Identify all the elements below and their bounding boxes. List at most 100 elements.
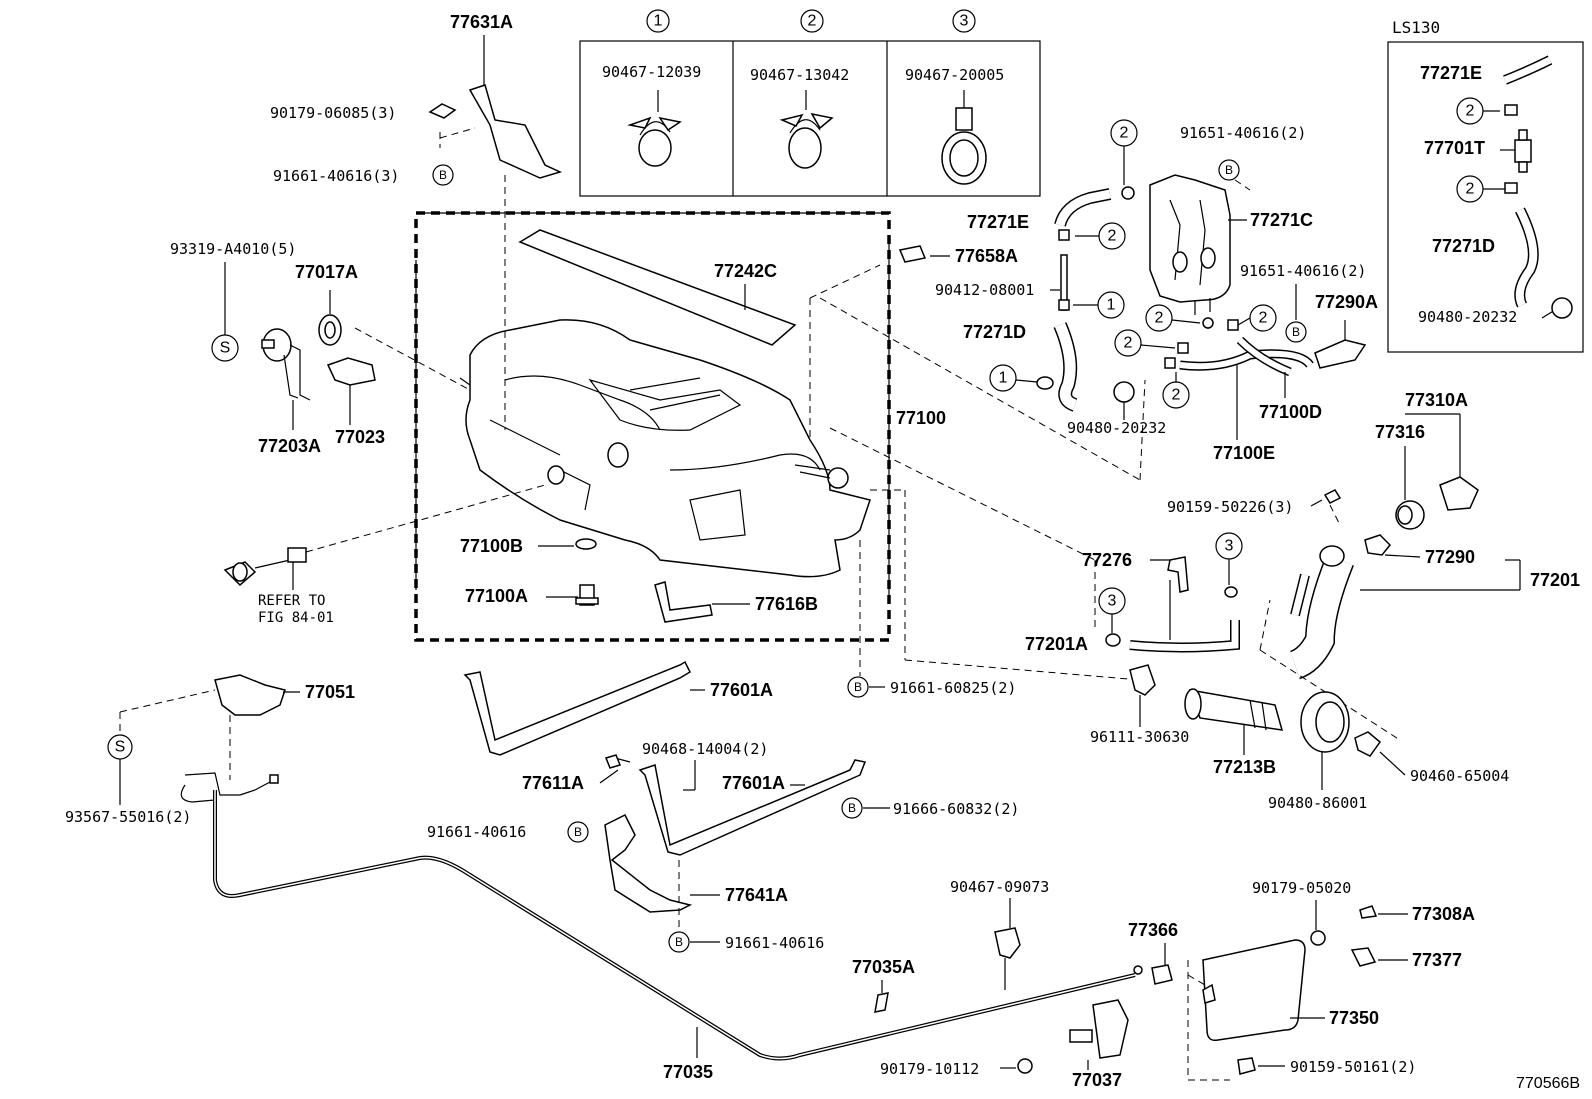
tank-band-upper	[463, 660, 691, 756]
label-77290: 77290	[1425, 547, 1475, 567]
filler-grommet-90480-86001	[1300, 691, 1350, 753]
callout-1-text: 1	[999, 370, 1008, 387]
cap-77310A	[1439, 476, 1479, 511]
callout-2-text: 2	[1172, 387, 1181, 404]
bolt-icon	[1017, 1058, 1033, 1074]
label-77658A: 77658A	[955, 246, 1018, 266]
callout-3-text: 3	[1108, 593, 1117, 610]
sender-gauge	[261, 328, 311, 401]
label-77350: 77350	[1329, 1008, 1379, 1028]
label-91661-60825: 91661-60825(2)	[890, 679, 1016, 697]
clamp-3-drawing	[941, 90, 987, 185]
charcoal-canister	[1149, 174, 1231, 315]
label-90412-08001: 90412-08001	[935, 281, 1034, 299]
label-91651-40616-a: 91651-40616(2)	[1180, 124, 1306, 142]
label-77023: 77023	[335, 427, 385, 447]
clip-77366	[1151, 964, 1173, 985]
fuel-lid-cable	[213, 790, 1136, 1061]
protector-77631A	[468, 84, 563, 179]
label-90179-06085: 90179-06085(3)	[270, 104, 396, 122]
label-77601A-lower: 77601A	[722, 773, 785, 793]
label-77271D-inset: 77271D	[1432, 236, 1495, 256]
marker-b-text: B	[574, 825, 582, 839]
tank-band-lower	[638, 759, 867, 856]
marker-b-text: B	[675, 935, 683, 949]
hose-77100D-77100E	[1179, 336, 1314, 377]
marker-b-text: B	[854, 680, 862, 694]
fuel-tank	[459, 319, 871, 578]
label-90467-09073: 90467-09073	[950, 878, 1049, 896]
label-refer-to: REFER TO	[258, 593, 325, 609]
label-90480-86001: 90480-86001	[1268, 794, 1367, 812]
callout-2-circle	[800, 9, 824, 33]
label-77100: 77100	[896, 408, 946, 428]
marker-b-text: B	[1225, 163, 1233, 177]
callout-2-text: 2	[1259, 310, 1268, 327]
label-93319-A4010: 93319-A4010(5)	[170, 240, 296, 258]
nut-77290	[1364, 534, 1392, 556]
callout-2-text: 2	[1155, 310, 1164, 327]
label-77213B: 77213B	[1213, 757, 1276, 777]
clip-icon	[1121, 186, 1135, 200]
label-96111-30630: 96111-30630	[1090, 728, 1189, 746]
callout-1-circle	[646, 9, 670, 33]
label-90468-14004: 90468-14004(2)	[642, 740, 768, 758]
bolt-icon	[604, 754, 622, 769]
clip-77035A	[874, 992, 889, 1013]
screw-icon	[1237, 1057, 1256, 1075]
bracket-77051	[214, 674, 286, 716]
marker-b-text: B	[439, 168, 447, 182]
label-77271E: 77271E	[967, 212, 1029, 232]
label-93567-55016: 93567-55016(2)	[65, 808, 191, 826]
clamp-part-3: 90467-20005	[905, 66, 1004, 84]
marker-s-text: S	[220, 340, 231, 357]
filler-neck-77213B	[1184, 688, 1284, 731]
bolt-icon	[1310, 930, 1326, 946]
callout-2-text: 2	[1108, 228, 1117, 245]
label-91661-40616-3: 91661-40616(3)	[273, 167, 399, 185]
label-77100D: 77100D	[1259, 402, 1322, 422]
bracket-77023	[326, 357, 376, 386]
label-91651-40616-b: 91651-40616(2)	[1240, 262, 1366, 280]
clamp-90460	[1354, 731, 1382, 757]
label-77035: 77035	[663, 1062, 713, 1082]
label-90159-50226: 90159-50226(3)	[1167, 498, 1293, 516]
cushion-77308A	[1359, 905, 1378, 919]
callout-2-text: 2	[1466, 103, 1475, 120]
callout-3-text: 3	[1225, 538, 1234, 555]
label-77616B: 77616B	[755, 594, 818, 614]
label-90159-50161: 90159-50161(2)	[1290, 1058, 1416, 1076]
label-91661-40616-bottom: 91661-40616	[725, 934, 824, 952]
clamp-part-2: 90467-13042	[750, 66, 849, 84]
callout-2-text: 2	[1120, 125, 1129, 142]
label-77201A: 77201A	[1025, 634, 1088, 654]
tank-pad	[518, 229, 797, 346]
grommet-icon	[1113, 381, 1135, 403]
label-77203A: 77203A	[258, 436, 321, 456]
grommet-icon	[575, 538, 597, 550]
nut-icon	[428, 103, 457, 119]
screw-icon	[1323, 489, 1342, 504]
label-77377: 77377	[1412, 950, 1462, 970]
check-valve-icon	[1514, 139, 1532, 163]
label-77271E-inset: 77271E	[1420, 63, 1482, 83]
ls130-inset: LS130 77271E 2 77701T 2 77271D 90480-202…	[1387, 18, 1584, 353]
label-77601A-upper: 77601A	[710, 680, 773, 700]
clamp-77290A	[1314, 339, 1367, 369]
clamp-part-1: 90467-12039	[602, 63, 701, 81]
callout-3-circle	[952, 9, 976, 33]
label-77271C: 77271C	[1250, 210, 1313, 230]
label-77100E: 77100E	[1213, 443, 1275, 463]
hose-clamp-icon	[1504, 182, 1518, 194]
callout-2-text: 2	[1124, 335, 1133, 352]
callout-3-text: 3	[960, 13, 969, 30]
label-77631A: 77631A	[450, 12, 513, 32]
label-77366: 77366	[1128, 920, 1178, 940]
label-77276: 77276	[1082, 550, 1132, 570]
label-77641A: 77641A	[725, 885, 788, 905]
clamp-1-drawing	[627, 90, 682, 167]
hose-77276	[1167, 556, 1189, 593]
label-90460-65004: 90460-65004	[1410, 767, 1509, 785]
label-77701T: 77701T	[1424, 138, 1485, 158]
